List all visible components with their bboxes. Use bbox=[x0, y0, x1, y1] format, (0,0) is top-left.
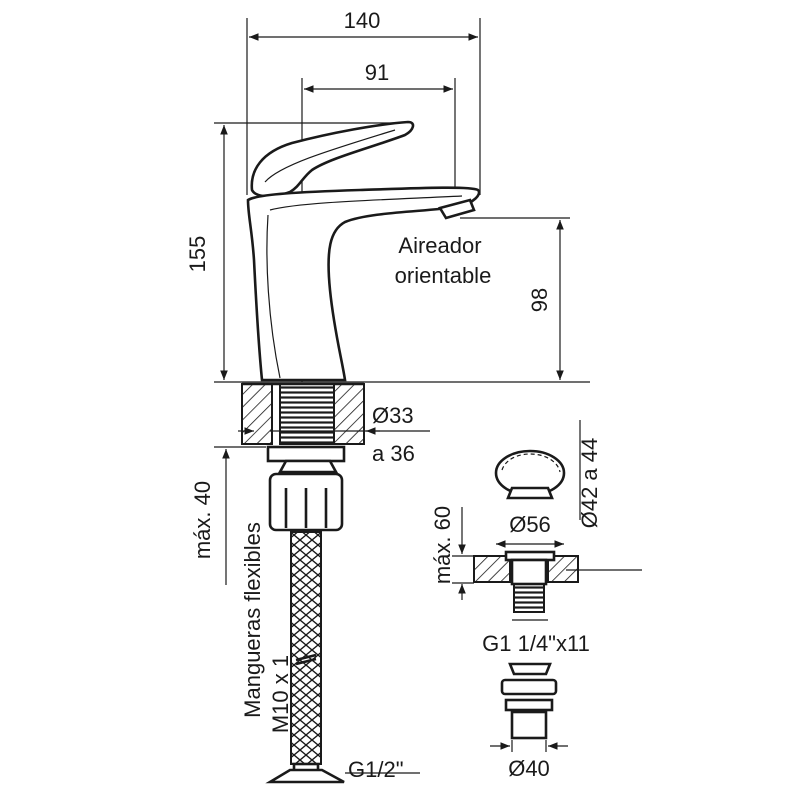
dim-drain-max bbox=[452, 507, 474, 600]
drain-parts bbox=[500, 662, 558, 740]
flexible-hoses bbox=[265, 531, 345, 784]
hose-label-line1: Mangueras flexibles bbox=[240, 522, 265, 718]
drain-countertop bbox=[473, 550, 579, 613]
hose-thread-label: G1/2" bbox=[348, 757, 404, 782]
hose-label-line2: M10 x 1 bbox=[268, 655, 293, 733]
dim-98-label: 98 bbox=[527, 288, 552, 312]
drain-thread-label: G1 1/4"x11 bbox=[482, 631, 590, 656]
drain-hole-label: Ø42 a 44 bbox=[577, 438, 602, 529]
hole-diameter-label-2: a 36 bbox=[372, 441, 415, 466]
drain-pipe-label: Ø40 bbox=[508, 756, 550, 781]
countertop-section bbox=[241, 382, 365, 445]
dim-overall-height bbox=[214, 122, 590, 383]
dim-spout-height bbox=[460, 217, 570, 380]
dim-max-counter bbox=[214, 446, 266, 585]
dim-drain-pipe bbox=[490, 740, 568, 752]
faucet-body bbox=[246, 120, 481, 382]
drain-plug bbox=[494, 449, 566, 500]
aerator-label-line2: orientable bbox=[395, 263, 492, 288]
hole-diameter-label: Ø33 bbox=[372, 403, 414, 428]
dim-overall-width bbox=[246, 18, 481, 195]
drain-max-label: máx. 60 bbox=[430, 506, 455, 584]
drain-flange-label: Ø56 bbox=[509, 512, 551, 537]
dim-155-label: 155 bbox=[185, 236, 210, 273]
fixing-nut bbox=[266, 445, 346, 532]
aerator-label-line1: Aireador bbox=[398, 233, 481, 258]
max-counter-label: máx. 40 bbox=[190, 481, 215, 559]
dim-91-label: 91 bbox=[365, 60, 389, 85]
dim-140-label: 140 bbox=[344, 8, 381, 33]
